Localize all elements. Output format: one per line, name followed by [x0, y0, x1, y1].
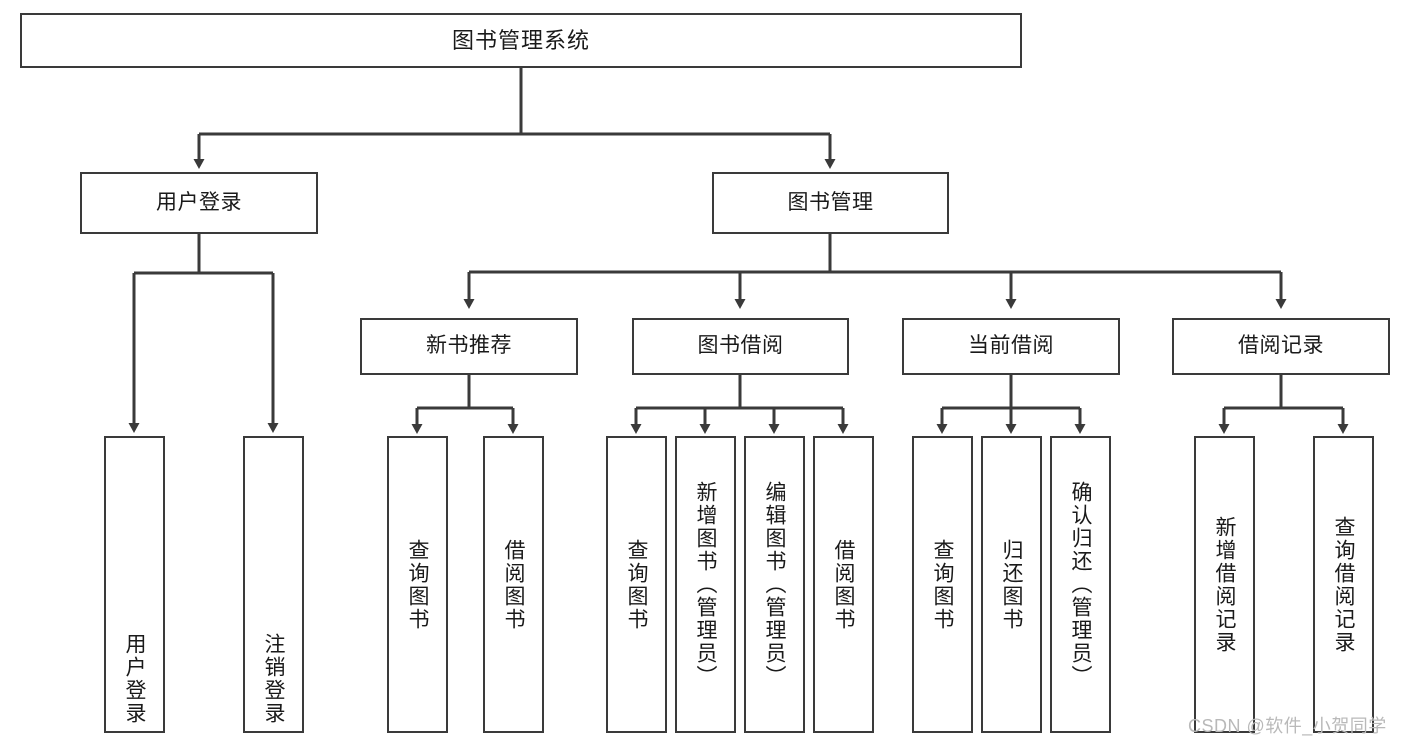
node-label: 图书管理: [787, 190, 874, 214]
node-new-book-recommend[interactable]: 新书推荐: [360, 318, 578, 375]
node-user-login[interactable]: 用户登录: [80, 172, 318, 234]
node-label: 注销登录: [262, 633, 285, 725]
watermark-text: CSDN @软件_小贺同学: [1188, 716, 1387, 736]
leaf-borrow-book-1[interactable]: 借阅图书: [483, 436, 544, 733]
node-label: 查询图书: [406, 538, 429, 631]
node-label: 归还图书: [1000, 538, 1023, 631]
node-root-system[interactable]: 图书管理系统: [20, 13, 1022, 68]
node-label: 图书借阅: [697, 334, 784, 358]
node-label: 新增图书（管理员）: [694, 481, 717, 688]
node-label: 查询图书: [931, 538, 954, 631]
leaf-user-login[interactable]: 用户登录: [104, 436, 165, 733]
node-label: 用户登录: [123, 633, 146, 725]
node-label: 新书推荐: [426, 334, 512, 358]
node-label: 确认归还（管理员）: [1069, 481, 1092, 688]
leaf-query-book-3[interactable]: 查询图书: [912, 436, 973, 733]
node-book-borrow[interactable]: 图书借阅: [632, 318, 849, 375]
node-label: 图书管理系统: [451, 27, 590, 53]
node-borrow-record[interactable]: 借阅记录: [1172, 318, 1390, 375]
node-label: 编辑图书（管理员）: [763, 481, 786, 688]
node-book-manage[interactable]: 图书管理: [712, 172, 949, 234]
leaf-query-record[interactable]: 查询借阅记录: [1313, 436, 1374, 733]
node-label: 借阅图书: [502, 538, 525, 631]
leaf-add-book[interactable]: 新增图书（管理员）: [675, 436, 736, 733]
node-label: 借阅记录: [1238, 334, 1324, 358]
leaf-return-book[interactable]: 归还图书: [981, 436, 1042, 733]
leaf-user-logout[interactable]: 注销登录: [243, 436, 304, 733]
node-current-borrow[interactable]: 当前借阅: [902, 318, 1120, 375]
leaf-borrow-book-2[interactable]: 借阅图书: [813, 436, 874, 733]
leaf-edit-book[interactable]: 编辑图书（管理员）: [744, 436, 805, 733]
node-label: 查询图书: [625, 538, 648, 631]
node-label: 用户登录: [156, 190, 242, 214]
node-label: 借阅图书: [832, 538, 855, 631]
node-label: 当前借阅: [968, 334, 1054, 358]
node-label: 查询借阅记录: [1332, 515, 1355, 654]
leaf-confirm-return[interactable]: 确认归还（管理员）: [1050, 436, 1111, 733]
leaf-query-book-2[interactable]: 查询图书: [606, 436, 667, 733]
leaf-add-record[interactable]: 新增借阅记录: [1194, 436, 1255, 733]
node-label: 新增借阅记录: [1213, 515, 1236, 654]
leaf-query-book-1[interactable]: 查询图书: [387, 436, 448, 733]
